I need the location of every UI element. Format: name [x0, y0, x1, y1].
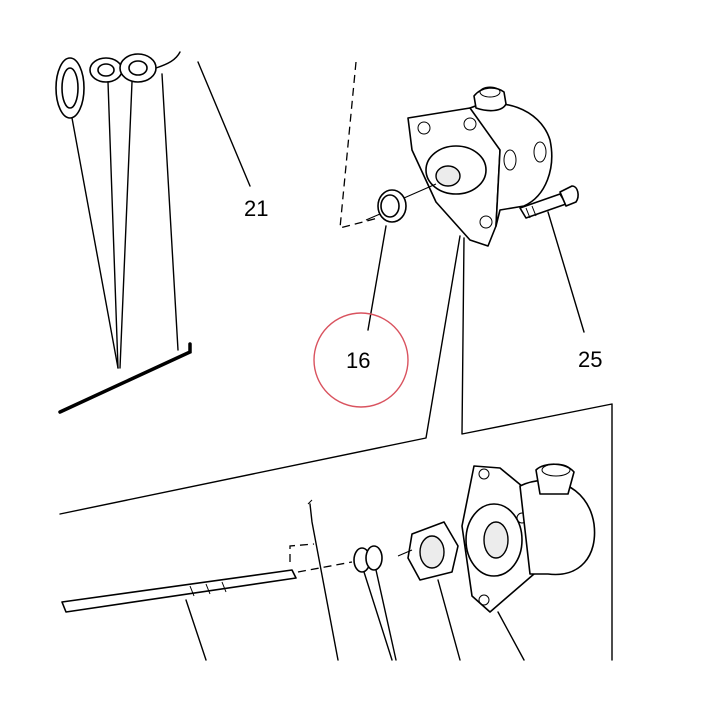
bold-bar — [58, 342, 192, 414]
dashed-boundary-top — [339, 61, 379, 229]
bolt-25 — [519, 185, 579, 219]
impeller-nut — [397, 521, 461, 661]
upper-pump-housing — [407, 86, 553, 247]
leader-25 — [547, 211, 585, 333]
leader-21 — [197, 61, 251, 187]
connector-line-a — [59, 235, 461, 515]
lower-pump-housing — [461, 463, 596, 661]
o-ring-16 — [377, 189, 407, 223]
lower-o-rings — [353, 545, 397, 661]
upper-left-assembly — [55, 51, 192, 414]
callout-21[interactable]: 21 — [244, 196, 268, 221]
connector-line-b — [461, 237, 613, 661]
leader-16 — [367, 225, 387, 331]
callout-16-highlight-circle — [313, 312, 409, 408]
assembly-axis-upper — [403, 183, 437, 199]
callout-16[interactable]: 16 — [346, 348, 370, 373]
pin — [309, 503, 339, 661]
drive-shaft — [61, 569, 297, 661]
dashed-bracket-lower — [289, 543, 315, 562]
callout-25[interactable]: 25 — [578, 347, 602, 372]
